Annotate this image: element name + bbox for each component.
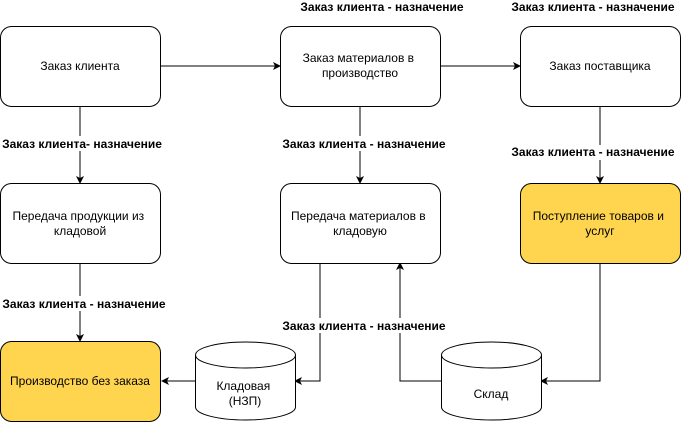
svg-text:Передача продукции из кл: Передача продукции из кладовой xyxy=(12,209,147,238)
node-materials-order-label-2: производство xyxy=(322,66,398,80)
svg-text:Заказ поставщика: Заказ поставщика xyxy=(549,59,650,73)
node-product-transfer-label-2: кладовой xyxy=(54,224,106,238)
svg-text:Склад: Склад xyxy=(474,387,509,401)
edge-warehouse-to-materials-transfer xyxy=(396,262,441,382)
node-materials-order: Заказ материалов в производство xyxy=(280,26,441,107)
node-materials-transfer: Передача материалов в кладовую xyxy=(280,183,441,264)
node-storeroom-cylinder: Кладовая (НЗП) xyxy=(195,341,296,421)
svg-text:Производство без заказа: Производство без заказа xyxy=(10,374,150,388)
node-goods-receipt: Поступление товаров и услуг xyxy=(520,183,681,264)
node-production-label: Производство без заказа xyxy=(10,374,150,388)
svg-text:Заказ материалов в произ: Заказ материалов в производство xyxy=(303,51,418,80)
edge-label-top-right: Заказ клиента - назначение xyxy=(511,0,675,14)
edge-label-right-upper: Заказ клиента - назначение xyxy=(511,145,675,159)
svg-text:Заказ клиента: Заказ клиента xyxy=(40,59,120,73)
edge-materials-transfer-to-storeroom xyxy=(294,263,321,385)
node-customer-order: Заказ клиента xyxy=(0,26,161,107)
node-product-transfer: Передача продукции из кладовой xyxy=(0,183,161,264)
node-storeroom-label-2: (НЗП) xyxy=(229,394,262,408)
edge-label-top-center: Заказ клиента - назначение xyxy=(300,0,464,14)
node-materials-transfer-label-2: кладовую xyxy=(333,224,387,238)
edge-label-left-lower: Заказ клиента - назначение xyxy=(2,297,166,311)
node-customer-order-label: Заказ клиента xyxy=(40,59,120,73)
edge-label-center-upper: Заказ клиента - назначение xyxy=(282,137,446,151)
node-materials-order-label-1: Заказ материалов в xyxy=(303,51,414,65)
edge-labels: Заказ клиента - назначение Заказ клиента… xyxy=(2,0,683,333)
node-production: Производство без заказа xyxy=(0,341,161,422)
node-goods-receipt-label-2: услуг xyxy=(585,224,615,238)
node-goods-receipt-label-1: Поступление товаров и xyxy=(533,209,664,223)
edge-label-center-lower: Заказ клиента - назначение xyxy=(282,319,446,333)
edge-goods-receipt-to-warehouse xyxy=(540,263,601,385)
node-warehouse-label: Склад xyxy=(474,387,509,401)
node-materials-transfer-label-1: Передача материалов в xyxy=(291,209,426,223)
svg-text:Кладовая (НЗП): Кладовая (НЗП) xyxy=(216,379,273,408)
node-warehouse-cylinder: Склад xyxy=(441,341,542,421)
node-supplier-order: Заказ поставщика xyxy=(520,26,681,107)
node-product-transfer-label-1: Передача продукции из xyxy=(12,209,144,223)
svg-text:Передача материалов в кл: Передача материалов в кладовую xyxy=(291,209,429,238)
edge-label-left-upper: Заказ клиента- назначение xyxy=(2,137,162,151)
node-supplier-order-label: Заказ поставщика xyxy=(549,59,650,73)
node-storeroom-label-1: Кладовая xyxy=(216,379,270,393)
svg-text:Поступление товаров и ус: Поступление товаров и услуг xyxy=(533,209,668,238)
